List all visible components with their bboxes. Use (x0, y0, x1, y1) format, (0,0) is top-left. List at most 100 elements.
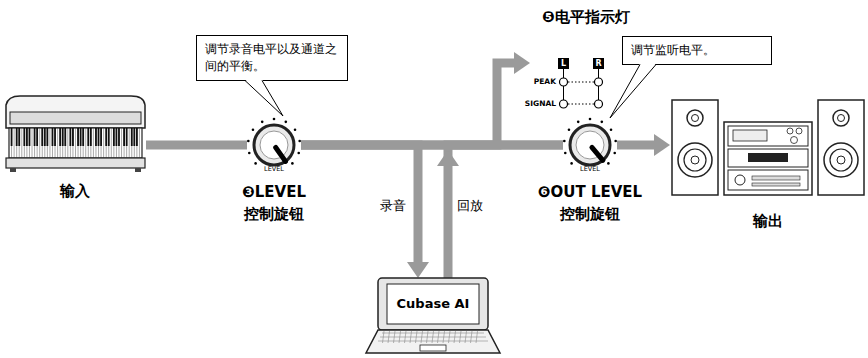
channel-label: L (558, 58, 569, 69)
speaker-illustration-part (791, 137, 798, 144)
keyboard-illustration-part-part (70, 128, 71, 158)
keyboard-illustration-part-part (80, 128, 81, 158)
keyboard-illustration-part-part (67, 128, 68, 158)
keyboard-illustration-part-part (88, 128, 89, 158)
laptop-illustration-part-part (443, 331, 445, 343)
knob-illustration-part-part (570, 162, 573, 165)
keyboard-illustration-part-part (93, 128, 94, 158)
laptop-illustration-part-part (421, 331, 423, 343)
keyboard-illustration-part-part (98, 128, 99, 158)
laptop-illustration-part (387, 284, 479, 324)
knob-illustration-part-part (247, 140, 250, 143)
speaker-illustration-part (838, 115, 845, 122)
level-meter-illustration-part (568, 82, 594, 83)
keyboard-illustration-part-part (29, 128, 31, 146)
keyboard-illustration-part-part (113, 128, 115, 146)
keyboard-illustration-part-part (98, 128, 100, 146)
knob-illustration-part-part (592, 147, 603, 160)
knob-illustration-part-part (614, 140, 617, 143)
keyboard-illustration-part-part (14, 128, 15, 158)
laptop-box: Cubase AI (365, 278, 500, 356)
arrowhead (654, 134, 670, 156)
speaker-illustration-part (692, 115, 699, 122)
arrowhead (407, 262, 429, 278)
level-meter-illustration-part (563, 86, 564, 100)
knob-illustration-part-part (254, 162, 257, 165)
edge-label: 回放 (457, 197, 483, 215)
knob-illustration-part-part (589, 118, 592, 121)
indicator-label: SIGNAL (518, 100, 556, 108)
knob-illustration-part-part (607, 162, 610, 165)
keyboard-illustration-part-part (69, 128, 71, 146)
callout-tail-line (610, 65, 656, 119)
knob-illustration-part-part (563, 140, 566, 143)
keyboard-illustration (6, 96, 145, 172)
knob-illustration-part-part (297, 152, 300, 155)
laptop-illustration-part-part (416, 331, 418, 343)
signal-connector (301, 145, 429, 278)
keyboard-illustration-part-part (55, 128, 56, 158)
level-meter-illustration-part (595, 100, 603, 108)
connector-line (146, 141, 247, 150)
meter-heading: ❺电平指示灯 (542, 7, 662, 29)
keyboard-illustration-part-part (136, 128, 137, 158)
keyboard-illustration-part-part (90, 128, 92, 146)
keyboard-illustration-part-part (21, 128, 22, 158)
knob-scale-label: LEVEL (575, 166, 605, 173)
keyboard-illustration-part-part (26, 128, 27, 158)
laptop-illustration-part (366, 330, 500, 353)
keyboard-illustration-part-part (121, 128, 122, 158)
level-meter-illustration-part (598, 69, 599, 78)
keyboard-illustration-part-part (131, 128, 132, 158)
laptop-illustration-part-part (432, 331, 434, 343)
keyboard-illustration-part-part (108, 128, 110, 146)
laptop-illustration (366, 278, 500, 353)
knob-illustration-part-part (570, 125, 610, 165)
keyboard-illustration-part-part (11, 128, 13, 146)
connector-line (301, 141, 563, 150)
output-label: 输出 (736, 211, 800, 233)
keyboard-illustration-part-part (95, 128, 97, 146)
keyboard-illustration-part-part (78, 128, 79, 158)
arrowhead (437, 150, 459, 166)
speaker-illustration-part (735, 175, 745, 185)
level-meter-illustration-part (568, 104, 594, 105)
keyboard-illustration-part-part (105, 128, 107, 146)
speaker-illustration-part (728, 149, 808, 167)
speaker-illustration-part (678, 143, 712, 177)
level-meter-illustration-part (560, 100, 568, 108)
callout-text: 调节监听电平。 (631, 42, 763, 59)
keyboard-illustration-part-part (57, 128, 58, 158)
keyboard-illustration-part-part (65, 128, 66, 158)
keyboard-illustration-part-part (85, 128, 86, 158)
speaker-illustration-part (724, 122, 812, 195)
speaker-illustration-part (748, 153, 788, 162)
laptop-illustration-part (378, 278, 488, 330)
laptop-illustration-part-part (394, 331, 396, 343)
laptop-illustration-part-part (465, 331, 467, 343)
laptop-illustration-part-part (399, 331, 401, 343)
knob-name-label: ❻OUT LEVEL 控制旋钮 (530, 182, 650, 226)
speaker-illustration-part (830, 149, 852, 171)
keyboard-illustration-part-part (47, 128, 48, 158)
keyboard-illustration-part-part (24, 128, 25, 158)
keyboard-illustration-part-part (41, 128, 43, 146)
level-meter-illustration-part (595, 78, 603, 86)
keyboard-illustration-part-part (18, 128, 20, 146)
keyboard-illustration-part-part (77, 128, 79, 146)
keyboard-illustration-part-part (116, 128, 118, 146)
arrowhead (514, 52, 530, 74)
laptop-illustration-part-part (378, 341, 488, 342)
knob-illustration-part-part (564, 152, 567, 155)
callout-box: 调节录音电平以及通道之间的平衡。 (196, 35, 348, 81)
keyboard-illustration-part-part (101, 128, 102, 158)
knob-name-label: ❸LEVEL 控制旋钮 (234, 182, 314, 226)
laptop-illustration-part (378, 331, 488, 343)
speaker-illustration (672, 100, 864, 195)
laptop-illustration-part-part (449, 331, 451, 343)
keyboard-illustration-part-part (75, 128, 76, 158)
keyboard-illustration-part-part (54, 128, 56, 146)
knob-illustration-part-part (568, 128, 571, 131)
laptop-illustration-part-part (405, 331, 407, 343)
